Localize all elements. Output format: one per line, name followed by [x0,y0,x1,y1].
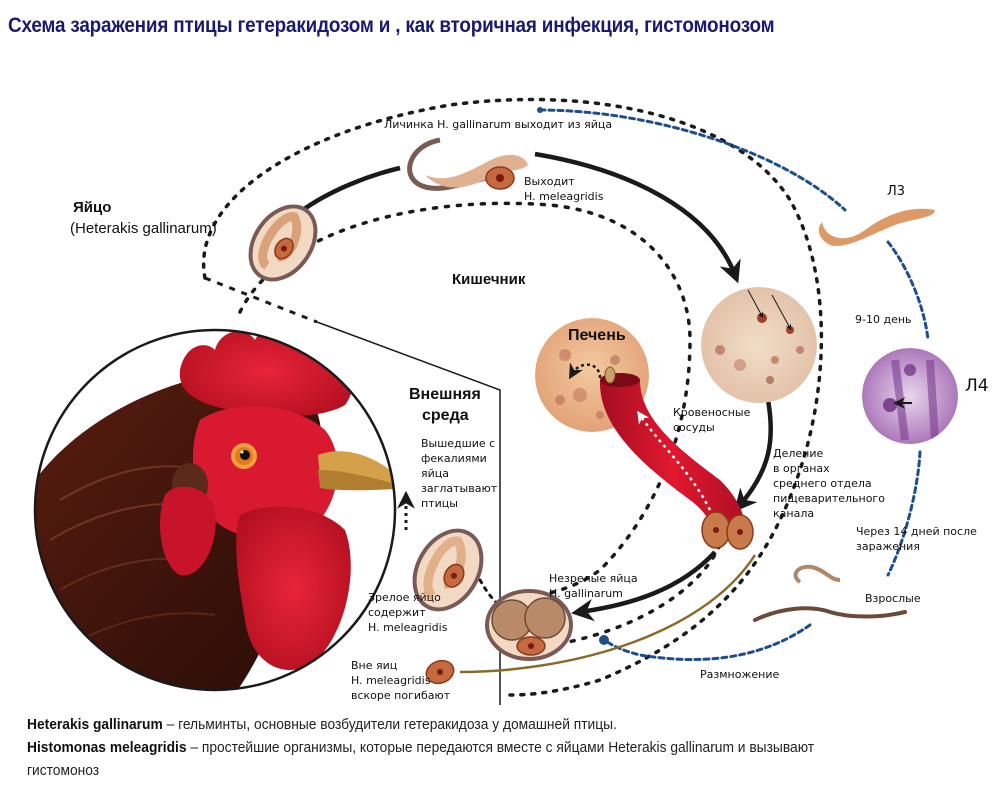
days-9-10-label: 9-10 день [855,313,912,326]
larva-to-intestine-arrow [534,151,741,284]
rooster-link-dashes [204,276,318,324]
mature-to-immature-dots [478,578,512,614]
after-14-days-line: Через 14 дней после [856,525,977,538]
inner-dotted-path [238,201,692,602]
mature-egg-icon [412,528,484,612]
after-14-days-line: заражения [856,540,920,553]
division-line: среднего отдела [773,477,872,490]
immature-egg-icon [485,589,573,661]
blue-dotted-path [538,108,847,212]
division-to-eggs-arrow [571,550,717,622]
blue-dotted-path-4 [602,623,812,662]
vessel-flow-arrow [637,410,712,511]
mature-egg-line: Зрелое яйцо [368,591,441,604]
division-line: Деление [773,447,824,460]
larva-hatching-icon [407,137,528,191]
legend-text: – гельминты, основные возбудители гетера… [162,716,617,733]
adults-label: Взрослые [865,592,921,605]
histomonas-exits-label-2: H. meleagridis [524,190,604,203]
swallowed-line: заглатывают [421,482,498,495]
egg-to-larva-arrow [298,165,401,214]
liver-dotted-arrow [569,362,602,380]
intestine-pointer-1 [747,289,764,319]
egg-heterakis-icon [248,204,318,282]
blue-dotted-path-2 [886,240,930,342]
swallowed-line: Вышедшие с [421,437,496,450]
l3-larva-icon [818,208,935,246]
reproduction-label: Размножение [700,668,780,681]
rooster-frame [33,328,397,692]
rooster-image [35,330,395,690]
liver-label: Печень [568,327,626,344]
legend-text: – простейшие организмы, которые передают… [186,739,815,756]
legend-row-histomonas: Histomonas meleagridis – простейшие орга… [27,736,924,759]
external-env-label-2: среда [422,407,469,424]
l3-label: Л3 [887,184,906,199]
free-histomonas-icon [425,659,455,685]
immature-eggs-line: H. gallinarum [549,587,623,600]
outside-eggs-line: вскоре погибают [351,689,451,702]
outside-eggs-line: Вне яиц [351,659,398,672]
blood-vessel [599,380,746,540]
page-title: Схема заражения птицы гетеракидозом и , … [8,14,775,37]
division-line: пищеварительного [773,492,885,505]
intestine-label: Кишечник [452,271,526,288]
intestine-pointer-2 [771,294,792,331]
immature-eggs-line: Незрелые яйца [549,572,638,585]
blue-dotted-path-3 [886,450,922,577]
blood-vessels-label-1: Кровеносные [673,406,751,419]
mature-egg-line: содержит [368,606,426,619]
legend-term: Heterakis gallinarum [27,716,163,733]
swallowed-line: фекалиями [421,452,487,465]
intestine-micrograph [701,287,817,403]
outside-eggs-line: H. meleagridis [351,674,431,687]
legend-row-continuation: гистомоноз [27,759,924,782]
external-env-label-1: Внешняя [409,386,481,403]
adult-worms-icon [753,564,907,622]
swallowed-line: яйца [421,467,449,480]
blood-vessels-label-2: сосуды [673,421,715,434]
histomonas-brown-path [459,554,757,674]
dividing-histomonas-icon [701,511,754,550]
division-line: в органах [773,462,830,475]
swallowed-line: птицы [421,497,458,510]
l4-micrograph [862,348,958,444]
histomonas-exits-label-1: Выходит [524,175,575,188]
egg-species-label: (Heterakis gallinarum) [70,220,217,237]
intestine-to-division-arrow [734,399,774,512]
inner-dotted-path-lower [513,543,722,652]
legend: Heterakis gallinarum – гельминты, основн… [27,713,1000,782]
division-line: канала [773,507,815,520]
mature-egg-line: H. meleagridis [368,621,448,634]
l4-label: Л4 [965,376,989,396]
legend-row-heterakis: Heterakis gallinarum – гельминты, основн… [27,713,924,736]
egg-title-label: Яйцо [73,199,112,216]
legend-term: Histomonas meleagridis [27,739,187,756]
legend-text: гистомоноз [27,762,100,779]
larva-exits-label: Личинка H. gallinarum выходит из яйца [384,118,613,131]
